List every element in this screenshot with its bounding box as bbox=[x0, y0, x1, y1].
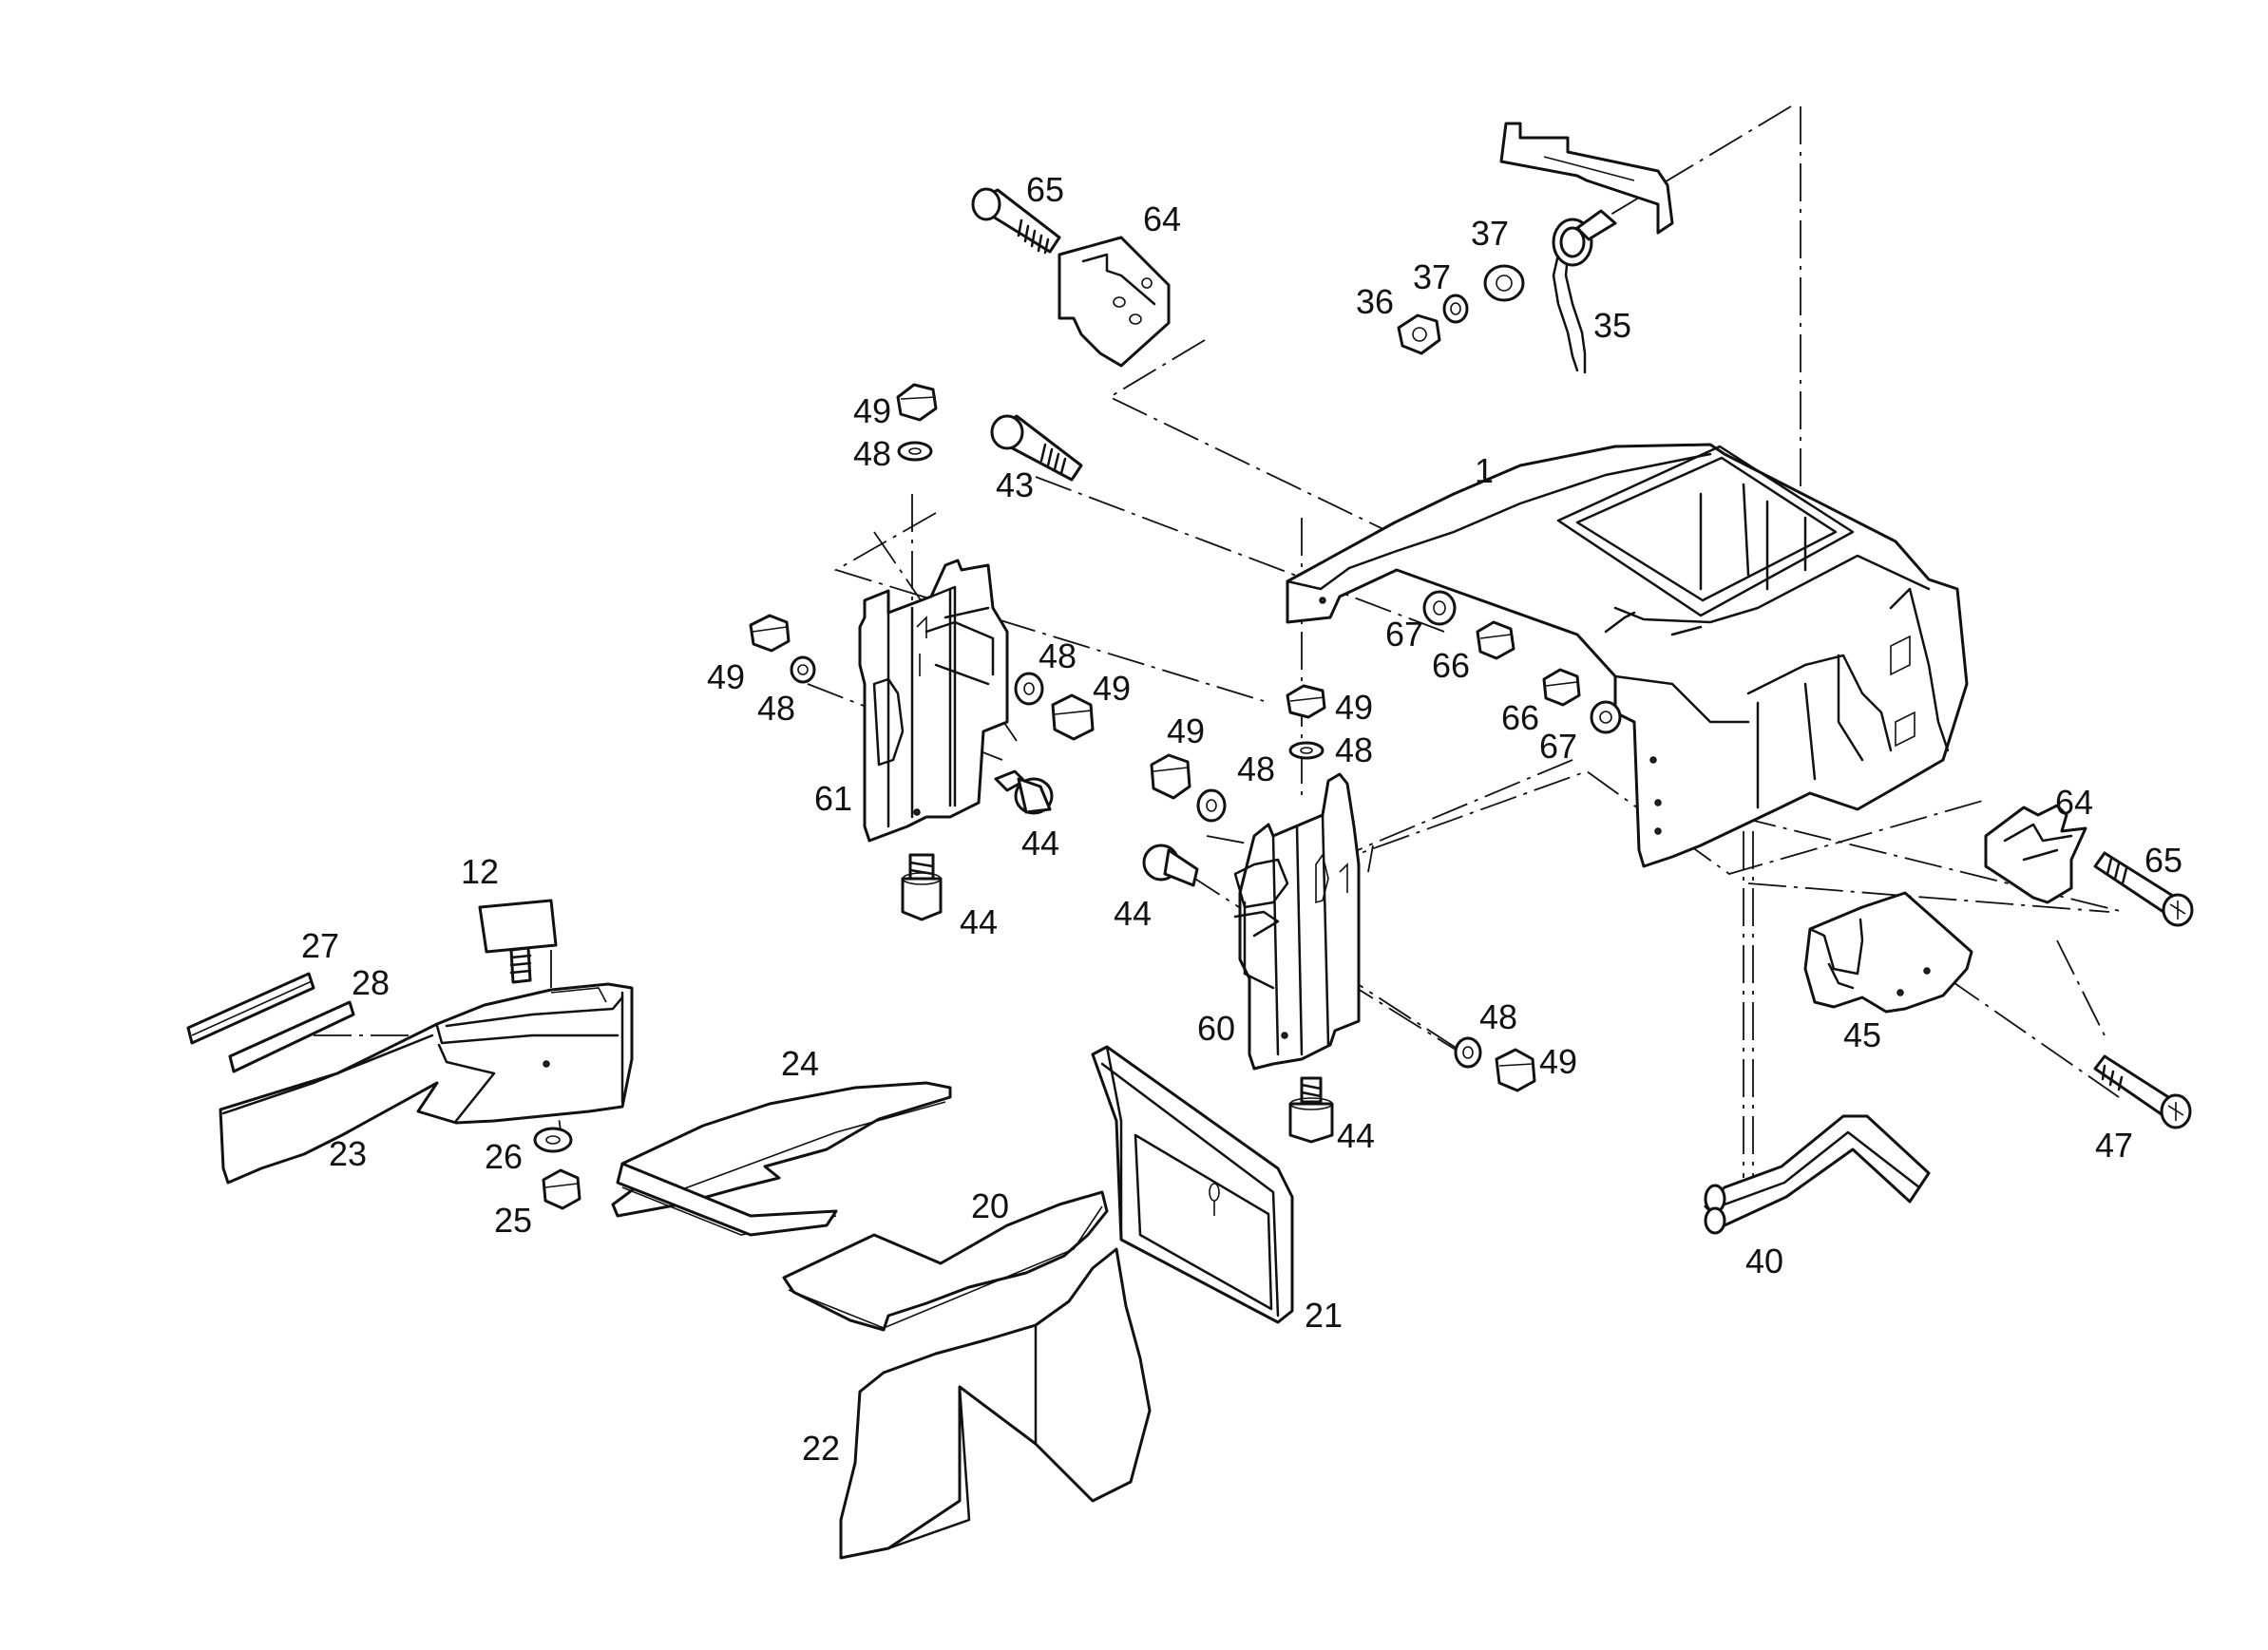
callout-44a: 44 bbox=[1021, 824, 1059, 863]
callout-44c: 44 bbox=[1114, 894, 1152, 933]
washer-67-right bbox=[1590, 700, 1622, 734]
strip-27 bbox=[186, 972, 315, 1045]
callout-49e: 49 bbox=[1335, 688, 1373, 727]
callout-67a: 67 bbox=[1385, 615, 1423, 654]
hex-nut-49-center bbox=[1150, 753, 1191, 800]
support-bracket-60 bbox=[1233, 772, 1361, 1071]
callout-labels: 1 12 20 21 22 23 24 25 26 27 28 35 36 37… bbox=[301, 170, 2182, 1468]
callout-48c: 48 bbox=[1039, 636, 1077, 675]
hex-nut-36 bbox=[1397, 313, 1441, 355]
hex-nut-49-left bbox=[749, 614, 791, 653]
callout-48e: 48 bbox=[1335, 730, 1373, 769]
callout-66a: 66 bbox=[1432, 646, 1470, 685]
washer-48-left bbox=[790, 655, 816, 684]
callout-49b: 49 bbox=[707, 657, 745, 696]
support-bracket-61 bbox=[858, 559, 1009, 843]
callout-44d: 44 bbox=[1337, 1116, 1375, 1155]
callout-65a: 65 bbox=[1026, 170, 1064, 209]
washer-48-top bbox=[897, 441, 933, 462]
washer-48-mid bbox=[1014, 672, 1044, 706]
hex-nut-49-lower bbox=[1495, 1048, 1536, 1092]
hex-nut-66-right bbox=[1542, 668, 1581, 707]
cap-screw-44-d bbox=[1288, 1076, 1334, 1144]
callout-1: 1 bbox=[1475, 451, 1494, 490]
hex-nut-49-upper-right bbox=[1286, 684, 1326, 719]
callout-24: 24 bbox=[781, 1044, 819, 1083]
hinge-bracket-45 bbox=[1803, 891, 1973, 1014]
callout-61: 61 bbox=[814, 779, 852, 818]
callout-28: 28 bbox=[352, 963, 390, 1002]
seal-strip-40 bbox=[1704, 1114, 1931, 1235]
pad-22 bbox=[839, 1247, 1152, 1560]
callout-37a: 37 bbox=[1413, 257, 1451, 296]
callout-65b: 65 bbox=[2144, 841, 2182, 880]
callout-36: 36 bbox=[1356, 282, 1394, 321]
callout-12: 12 bbox=[461, 852, 499, 891]
callout-48f: 48 bbox=[1479, 997, 1517, 1036]
hex-nut-49-top bbox=[896, 383, 938, 422]
callout-66b: 66 bbox=[1501, 698, 1539, 737]
callout-49d: 49 bbox=[1167, 711, 1205, 750]
washer-48-center bbox=[1196, 788, 1227, 823]
callout-27: 27 bbox=[301, 926, 339, 965]
hex-bolt-47 bbox=[2093, 1054, 2192, 1129]
cap-screw-44-a bbox=[994, 769, 1054, 815]
callout-49f: 49 bbox=[1539, 1042, 1577, 1081]
hex-bolt-65-upper bbox=[971, 187, 1061, 255]
pad-24 bbox=[611, 1081, 952, 1237]
mounting-bracket-64-right bbox=[1984, 804, 2087, 904]
main-frame-housing bbox=[1286, 443, 1969, 868]
callout-64b: 64 bbox=[2055, 783, 2093, 822]
callout-48d: 48 bbox=[1237, 749, 1275, 788]
hex-bolt-65-right bbox=[2093, 851, 2194, 927]
callout-25: 25 bbox=[494, 1201, 532, 1240]
callout-60: 60 bbox=[1197, 1009, 1235, 1048]
strip-28 bbox=[228, 1000, 355, 1073]
callout-48a: 48 bbox=[853, 434, 891, 473]
callout-22: 22 bbox=[802, 1429, 840, 1468]
callout-43: 43 bbox=[996, 465, 1034, 504]
callout-67b: 67 bbox=[1539, 727, 1577, 766]
callout-26: 26 bbox=[485, 1137, 523, 1176]
mounting-stud-12 bbox=[478, 899, 558, 984]
washer-48-lower bbox=[1454, 1036, 1482, 1069]
washer-37-large bbox=[1483, 264, 1525, 302]
hex-nut-25 bbox=[542, 1168, 581, 1210]
pad-20 bbox=[782, 1190, 1109, 1332]
callout-20: 20 bbox=[971, 1186, 1009, 1225]
washer-26 bbox=[533, 1127, 573, 1153]
mounting-bracket-64-upper bbox=[1058, 236, 1171, 368]
callout-35: 35 bbox=[1593, 306, 1631, 345]
hex-nut-49-mid bbox=[1051, 693, 1095, 741]
pad-21 bbox=[1091, 1045, 1294, 1324]
upper-rail-bracket bbox=[1499, 122, 1674, 235]
callout-47: 47 bbox=[2095, 1126, 2133, 1165]
callout-64a: 64 bbox=[1143, 199, 1181, 238]
guard-cover-23 bbox=[219, 982, 634, 1185]
cap-screw-44-b bbox=[901, 853, 943, 921]
callout-45: 45 bbox=[1843, 1015, 1881, 1054]
callout-48b: 48 bbox=[757, 689, 795, 728]
cap-screw-44-c bbox=[1142, 844, 1199, 887]
callout-49c: 49 bbox=[1093, 669, 1131, 708]
washer-48-upper-right bbox=[1288, 741, 1325, 760]
callout-37b: 37 bbox=[1471, 214, 1509, 253]
callout-49a: 49 bbox=[853, 391, 891, 430]
callout-40: 40 bbox=[1745, 1242, 1783, 1280]
hex-nut-66-upper bbox=[1476, 620, 1515, 660]
callout-21: 21 bbox=[1305, 1296, 1343, 1335]
callout-44b: 44 bbox=[960, 902, 998, 941]
washer-67-upper bbox=[1422, 590, 1457, 626]
cable-tie-35 bbox=[1552, 209, 1617, 374]
callout-23: 23 bbox=[329, 1134, 367, 1173]
washer-37-small bbox=[1442, 294, 1469, 324]
hex-bolt-43 bbox=[990, 414, 1083, 482]
